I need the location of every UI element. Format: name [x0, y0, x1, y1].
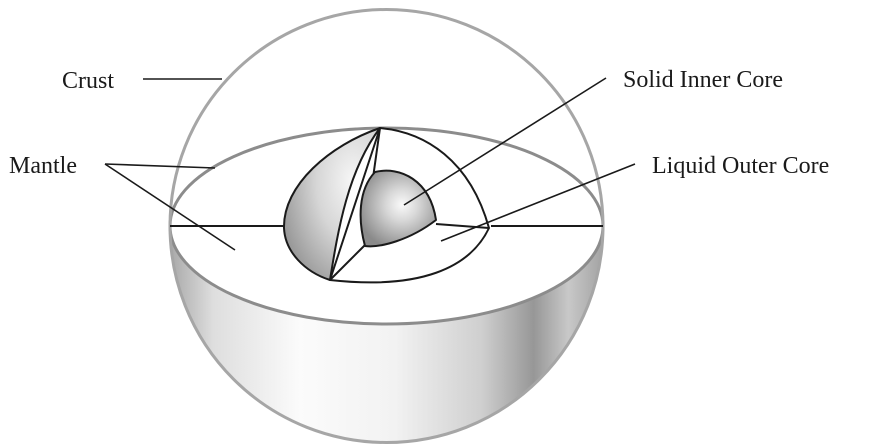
label-crust: Crust	[62, 68, 114, 94]
label-solid-inner-core: Solid Inner Core	[623, 67, 783, 93]
leader-mantle-upper	[105, 164, 215, 168]
label-mantle: Mantle	[9, 153, 77, 179]
label-liquid-outer-core: Liquid Outer Core	[652, 153, 829, 179]
